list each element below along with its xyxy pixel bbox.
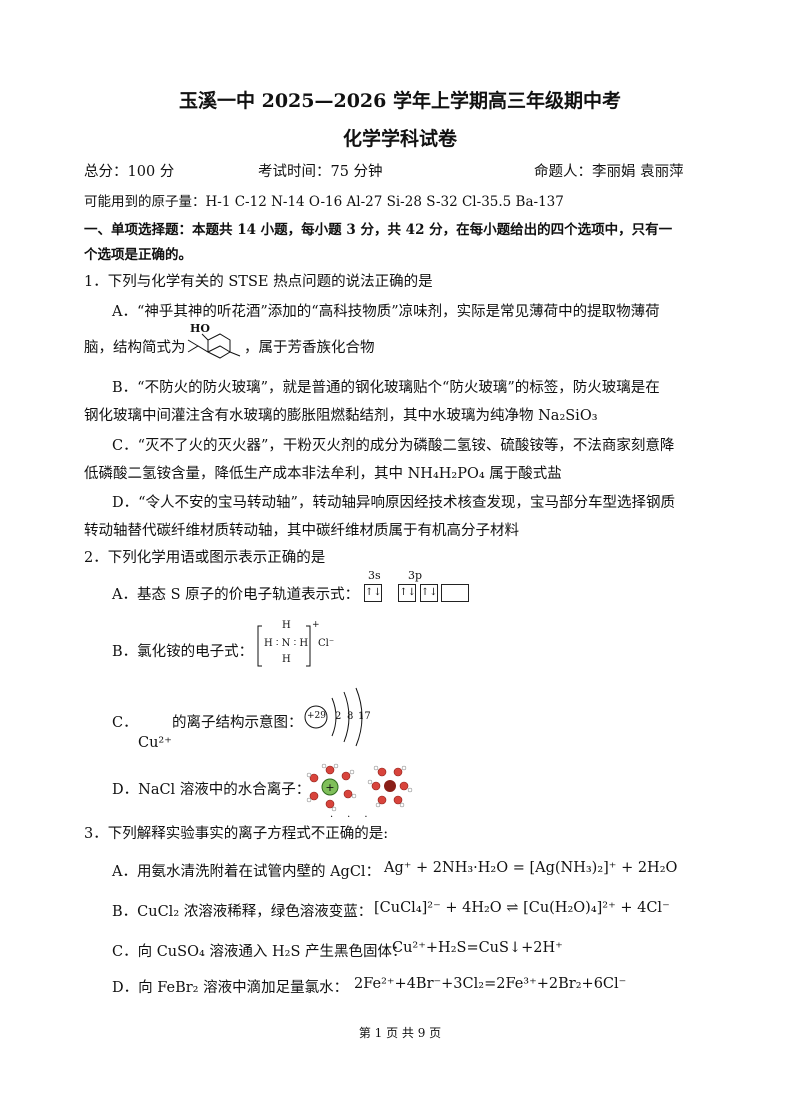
orbital-3p-box-3 — [441, 584, 470, 602]
q3-option-c-equation: Cu²⁺+H₂S=CuS↓+2H⁺ — [392, 940, 563, 956]
bracket-icon — [257, 625, 311, 667]
q1-option-a-line1: A．“神乎其神的听花酒”添加的“高科技物质”凉味剂，实际是常见薄荷中的提取物薄荷 — [112, 304, 660, 320]
q3-option-b: B．CuCl₂ 浓溶液稀释，绿色溶液变蓝： — [112, 904, 373, 920]
svg-text:+: + — [325, 781, 334, 794]
q2-option-a: A．基态 S 原子的价电子轨道表示式： — [112, 587, 360, 603]
total-score: 总分：100 分 — [84, 164, 175, 180]
exam-time: 考试时间：75 分钟 — [258, 164, 383, 180]
ammonium-charge: + — [312, 620, 320, 630]
hydrated-ions-diagram: + — [306, 762, 418, 812]
q1-option-a-line2-pre: 脑，结构简式为 — [84, 340, 186, 356]
q1-option-b-line1: B．“不防火的防火玻璃”，就是普通的钢化玻璃贴个“防火玻璃”的标签，防火玻璃是在 — [112, 380, 660, 396]
exam-subtitle: 化学学科试卷 — [342, 128, 457, 150]
nucleus-charge: +29 — [307, 711, 326, 721]
cu-ion-label: Cu²⁺ — [138, 735, 172, 751]
atomic-masses: 可能用到的原子量：H-1 C-12 N-14 O-16 Al-27 Si-28 … — [84, 194, 564, 210]
menthol-skeleton-icon — [187, 333, 241, 359]
q1-option-a-line2-post: ，属于芳香族化合物 — [244, 340, 375, 356]
q3-option-c: C．向 CuSO₄ 溶液通入 H₂S 产生黑色固体： — [112, 944, 407, 960]
q3-option-a-equation: Ag⁺ + 2NH₃·H₂O = [Ag(NH₃)₂]⁺ + 2H₂O — [384, 860, 678, 876]
exam-title: 玉溪一中 2025—2026 学年上学期高三年级期中考 — [179, 90, 621, 112]
orbital-3p-box-2: ↑↓ — [419, 584, 438, 602]
shell-arcs-icon — [304, 687, 363, 747]
orbital-diagram: ↑↓ ↑↓ ↑↓ — [364, 584, 470, 602]
q2-option-d: D．NaCl 溶液中的水合离子： — [112, 782, 311, 798]
q3-stem: 3．下列解释实验事实的离子方程式不正确的是: — [84, 826, 389, 842]
q2-stem: 2．下列化学用语或图示表示正确的是 — [84, 550, 326, 566]
page-number: 第 1 页 共 9 页 — [358, 1026, 442, 1040]
section-heading-1: 一、单项选择题：本题共 14 小题，每小题 3 分，共 42 分，在每小题给出的… — [84, 222, 673, 238]
q1-option-c-line2: 低磷酸二氢铵含量，降低生产成本非法牟利，其中 NH₄H₂PO₄ 属于酸式盐 — [84, 466, 562, 482]
menthol-ho-label: HO — [190, 322, 210, 335]
orbital-3p-label: 3p — [408, 569, 423, 582]
section-heading-2: 个选项是正确的。 — [84, 247, 192, 263]
q2-option-c: C． — [112, 715, 138, 731]
ion-structure-diagram: +29 2 8 17 — [302, 686, 382, 748]
orbital-3s-label: 3s — [368, 569, 381, 582]
ammonium-top-h: H — [282, 620, 291, 631]
q2-option-b: B．氯化铵的电子式： — [112, 644, 254, 660]
q1-option-d-line2: 转动轴替代碳纤维材质转动轴，其中碳纤维材质属于有机高分子材料 — [84, 523, 519, 539]
q3-option-d-equation: 2Fe²⁺+4Br⁻+3Cl₂=2Fe³⁺+2Br₂+6Cl⁻ — [354, 976, 627, 992]
shell-2: 8 — [347, 711, 354, 722]
menthol-structure: HO — [184, 322, 244, 362]
q1-stem: 1．下列与化学有关的 STSE 热点问题的说法正确的是 — [84, 274, 433, 290]
q2-option-c-text: 的离子结构示意图： — [172, 715, 303, 731]
q1-option-b-line2: 钢化玻璃中间灌注含有水玻璃的膨胀阻燃黏结剂，其中水玻璃为纯净物 Na₂SiO₃ — [84, 408, 598, 424]
q3-option-a: A．用氨水清洗附着在试管内壁的 AgCl： — [112, 864, 381, 880]
shell-3: 17 — [358, 711, 371, 722]
chloride-ion: Cl⁻ — [318, 638, 335, 649]
ammonium-bottom-h: H — [282, 654, 291, 665]
orbital-3p-box-1: ↑↓ — [398, 584, 417, 602]
q3-option-d: D．向 FeBr₂ 溶液中滴加足量氯水： — [112, 980, 349, 996]
q1-option-c-line1: C．“灭不了火的灭火器”，干粉灭火剂的成分为磷酸二氢铵、硫酸铵等，不法商家刻意降 — [112, 438, 675, 454]
q1-option-d-line1: D．“令人不安的宝马转动轴”，转动轴异响原因经技术核查发现，宝马部分车型选择钢质 — [112, 495, 675, 511]
ammonium-chloride-electron-formula: H H ∶ N ∶ H H + Cl⁻ — [254, 620, 344, 670]
hydrated-ions-icon: + — [306, 763, 413, 812]
q3-option-b-equation: [CuCl₄]²⁻ + 4H₂O ⇌ [Cu(H₂O)₄]²⁺ + 4Cl⁻ — [374, 900, 670, 916]
emphasis-dots: ··· — [330, 812, 382, 823]
orbital-3s-box: ↑↓ — [364, 584, 382, 602]
authors: 命题人：李丽娟 袁丽萍 — [534, 164, 684, 180]
ammonium-middle: H ∶ N ∶ H — [264, 638, 309, 649]
shell-1: 2 — [335, 711, 342, 722]
